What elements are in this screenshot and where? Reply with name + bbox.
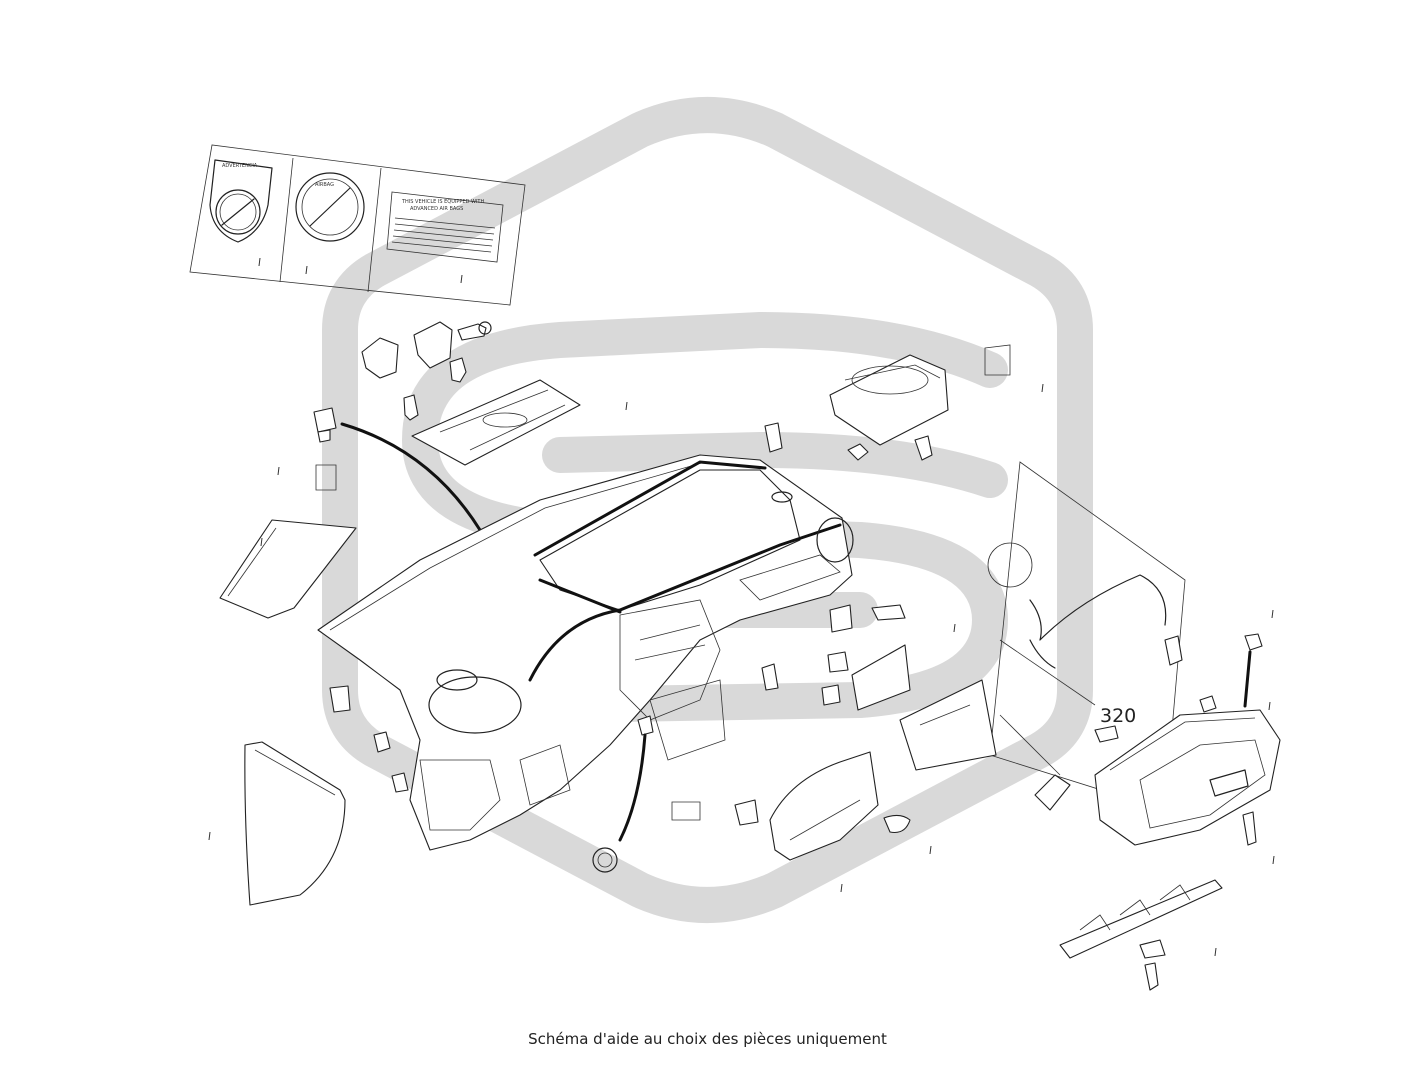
lower-center-parts <box>592 715 1071 873</box>
label-panel2-title: AIRBAG <box>315 182 334 188</box>
glove-box-assembly <box>1094 633 1281 846</box>
label-panel3-line1: THIS VEHICLE IS EQUIPPED WITH <box>401 199 484 205</box>
label-panel1-title: ADVERTENCIA <box>222 163 258 169</box>
diagram-caption: Schéma d'aide au choix des pièces unique… <box>528 1030 887 1048</box>
wiring-harness-panel <box>987 461 1186 811</box>
dashboard-assembly <box>317 454 854 851</box>
reference-ticks <box>208 257 1275 957</box>
passenger-airbag-module <box>764 344 1011 461</box>
left-clip-and-connector <box>313 407 482 532</box>
upper-brackets-and-screws <box>361 321 581 466</box>
left-end-cap-panel <box>219 519 357 619</box>
lower-support-bracket <box>1059 879 1223 991</box>
instrument-cluster-bezel <box>761 604 997 861</box>
left-lower-trim <box>244 685 409 906</box>
callout-label: 320 <box>1100 705 1136 727</box>
airbag-warning-label-sheet: ADVERTENCIA AIRBAG THIS VEHICLE IS EQUIP… <box>189 144 526 306</box>
label-panel3-line2: ADVANCED AIR BAGS <box>410 206 463 212</box>
